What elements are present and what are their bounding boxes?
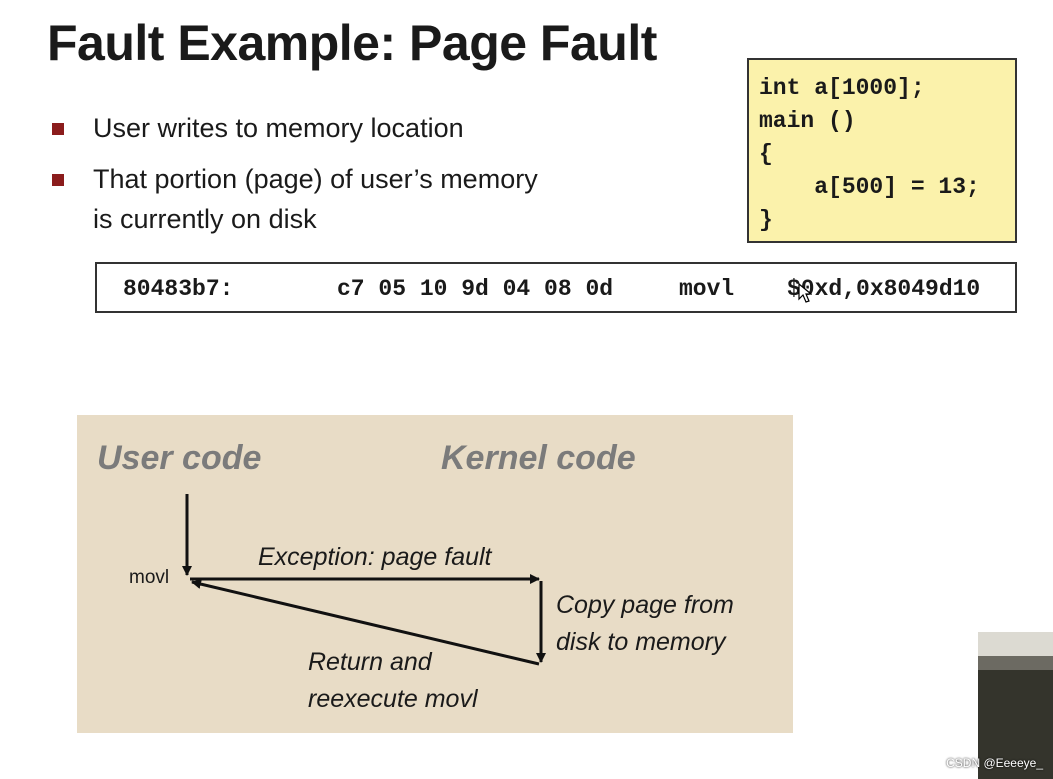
assembly-box: 80483b7: c7 05 10 9d 04 08 0d movl $0xd,… [95, 262, 1017, 313]
code-line: a[500] = 13; [759, 174, 980, 200]
return-arrow [191, 579, 540, 666]
slide-title: Fault Example: Page Fault [47, 15, 657, 71]
user-code-header: User code [97, 439, 262, 477]
code-line: } [759, 207, 773, 233]
mouse-cursor-icon [798, 283, 812, 303]
asm-address: 80483b7: [123, 276, 234, 302]
movl-label: movl [129, 567, 170, 588]
diagram-arrows [182, 494, 546, 666]
bullet-item: That portion (page) of user’s memory is … [52, 159, 652, 239]
return-label: Return and reexecute movl [308, 644, 478, 718]
bullet-text: User writes to memory location [93, 113, 464, 143]
code-line: main () [759, 108, 856, 134]
asm-bytes: c7 05 10 9d 04 08 0d [337, 276, 614, 302]
bullet-list: User writes to memory location That port… [52, 108, 652, 250]
copy-page-label: Copy page from disk to memory [556, 587, 734, 661]
return-line: reexecute movl [308, 685, 478, 713]
asm-mnemonic: movl [679, 276, 735, 302]
bullet-text: That portion (page) of user’s memory [93, 164, 538, 194]
webcam-overlay [978, 632, 1053, 779]
bullet-square-icon [52, 174, 64, 186]
code-line: { [759, 141, 773, 167]
copy-page-line: disk to memory [556, 628, 726, 656]
copy-page-line: Copy page from [556, 591, 734, 619]
kernel-code-header: Kernel code [441, 439, 636, 477]
watermark: CSDN @Eeeeye_ [946, 756, 1043, 770]
code-line: int a[1000]; [759, 75, 925, 101]
bullet-square-icon [52, 123, 64, 135]
exception-label: Exception: page fault [258, 543, 492, 571]
bullet-text: is currently on disk [93, 204, 317, 234]
asm-operands: $0xd,0x8049d10 [787, 276, 981, 302]
page-fault-diagram: User code Kernel code movl Exception: pa… [77, 415, 793, 733]
return-line: Return and [308, 648, 432, 676]
c-code-box: int a[1000]; main () { a[500] = 13; } [747, 58, 1017, 243]
bullet-item: User writes to memory location [52, 108, 652, 148]
